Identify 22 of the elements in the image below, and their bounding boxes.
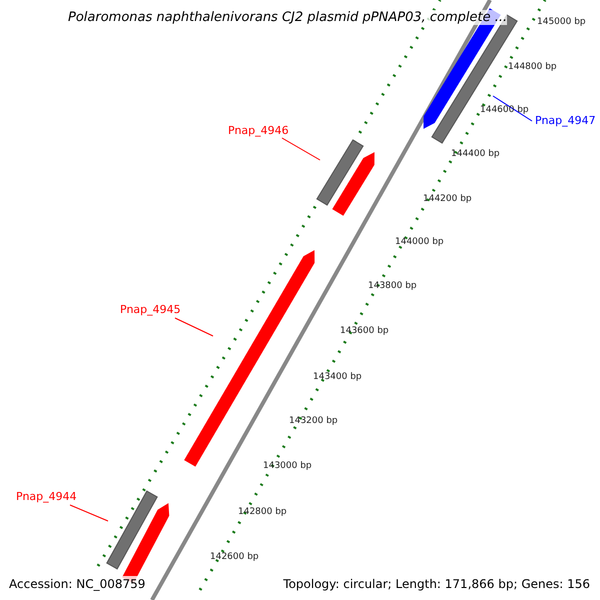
tick-label: 144000 bp: [395, 238, 444, 247]
gene-label: Pnap_4947: [535, 115, 596, 126]
gene-arrow: [316, 139, 374, 216]
accession-text: Accession: NC_008759: [9, 576, 146, 592]
leader-line: [174, 318, 214, 336]
gene-label: Pnap_4944: [16, 491, 77, 502]
tick-label: 143000 bp: [263, 462, 312, 471]
gene-label: Pnap_4946: [228, 125, 289, 136]
tick-label: 143800 bp: [368, 282, 417, 291]
topology-text: Topology: circular; Length: 171,866 bp; Genes: 156: [283, 576, 590, 592]
tick-label: 142800 bp: [238, 508, 287, 517]
leader-line: [70, 504, 108, 522]
tick-label: 144800 bp: [508, 63, 557, 72]
leader-line: [282, 138, 320, 160]
gene-label: Pnap_4945: [120, 304, 181, 315]
tick-label: 143200 bp: [289, 417, 338, 426]
tick-label: 143400 bp: [313, 373, 362, 382]
leader-line: [492, 96, 532, 122]
title: Polaromonas naphthalenivorans CJ2 plasmid pPNAP03, complete ...: [68, 10, 508, 25]
tick-label: 144600 bp: [480, 106, 529, 115]
tick-label: 142600 bp: [210, 553, 259, 562]
tick-label: 144200 bp: [423, 195, 472, 204]
